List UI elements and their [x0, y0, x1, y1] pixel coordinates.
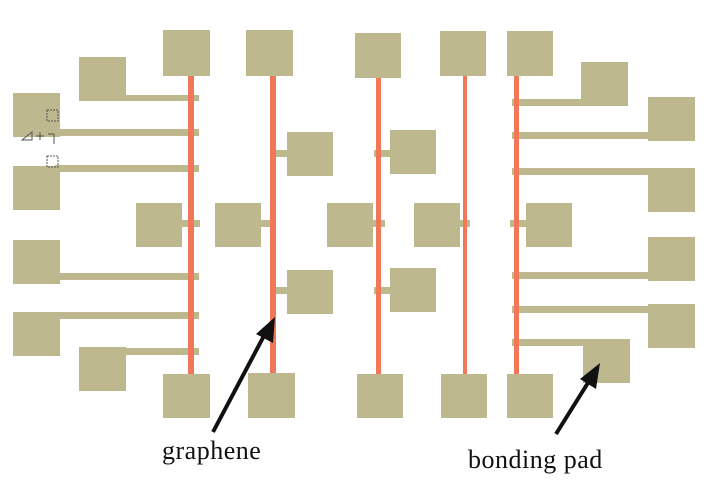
metal-lead [120, 95, 199, 101]
bonding-pad [136, 203, 182, 247]
bonding-pad [163, 374, 210, 418]
graphene-channel [376, 78, 381, 374]
metal-lead [55, 129, 199, 136]
bonding-pad [79, 347, 126, 391]
selection-handle-icon [20, 109, 59, 168]
bonding-pad [648, 168, 695, 212]
graphene-channel [514, 76, 519, 374]
bonding-pad [248, 373, 295, 418]
graphene-channel [188, 76, 194, 374]
bonding-pad [440, 31, 486, 76]
metal-lead [55, 273, 199, 280]
metal-lead [374, 150, 394, 157]
bonding-pad [13, 93, 60, 137]
bonding-pad-arrow [554, 363, 600, 436]
bonding-pad [507, 374, 553, 418]
metal-lead [270, 287, 290, 294]
bonding-pad [163, 30, 210, 76]
bonding-pad [246, 30, 293, 76]
bonding-pad [355, 33, 401, 78]
bonding-pad [648, 237, 695, 281]
graphene-arrow [211, 317, 275, 433]
metal-lead [120, 348, 199, 355]
bonding-pad [287, 132, 333, 176]
bonding-pad [13, 166, 60, 210]
bonding-pad [13, 240, 60, 284]
metal-lead [512, 99, 582, 106]
bonding-pad [390, 268, 436, 312]
metal-lead [55, 312, 199, 319]
bonding-pad [441, 374, 487, 418]
bonding-pad [648, 304, 695, 348]
metal-lead [374, 287, 394, 294]
metal-lead [55, 165, 199, 172]
bonding-pad [327, 203, 373, 247]
graphene-channel [270, 76, 276, 373]
bonding-pad [648, 97, 695, 141]
bonding-pad-label: bonding pad [468, 445, 603, 474]
metal-lead [512, 272, 650, 279]
bonding-pad [526, 203, 572, 247]
metal-lead [512, 306, 650, 313]
bonding-pad [414, 203, 460, 247]
graphene-channels [188, 76, 519, 374]
metal-lead [512, 339, 585, 346]
bonding-pad [79, 57, 126, 101]
bonding-pad [287, 270, 333, 314]
bonding-pad [390, 130, 436, 174]
bonding-pad [13, 312, 60, 356]
bonding-pad [357, 374, 403, 418]
graphene-channel [463, 76, 467, 374]
bonding-pad [215, 203, 261, 247]
graphene-label: graphene [162, 436, 262, 465]
metal-lead [512, 168, 650, 175]
metal-lead [270, 150, 290, 157]
metal-lead [512, 132, 650, 139]
bonding-pad [581, 62, 628, 106]
bonding-pad [507, 31, 553, 76]
metal-lead [258, 220, 273, 227]
metal-leads [55, 95, 650, 355]
bonding-pads [13, 30, 695, 418]
